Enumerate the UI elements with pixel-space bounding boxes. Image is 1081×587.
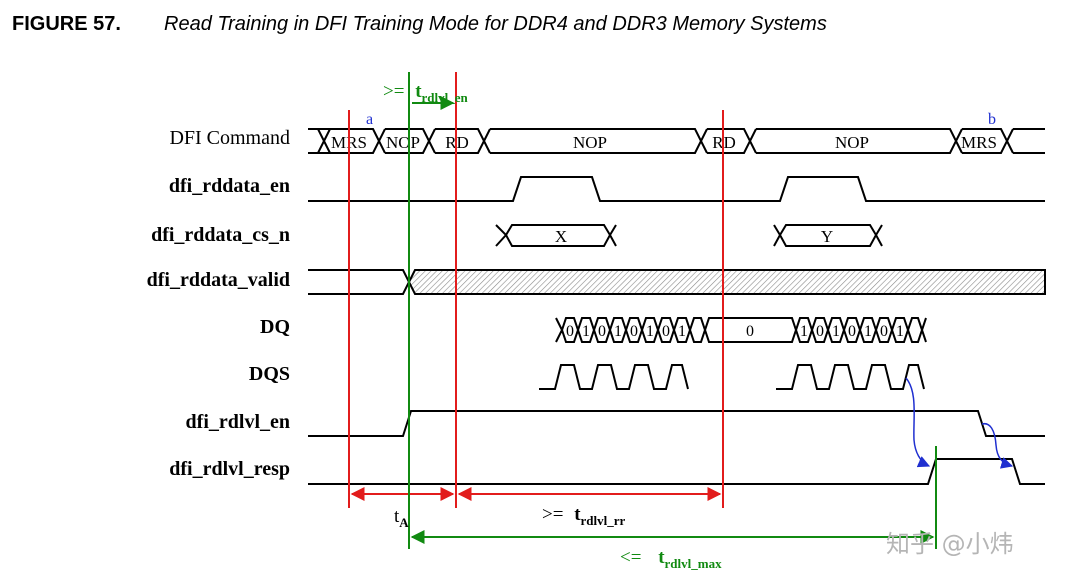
- marker-a: a: [366, 111, 373, 128]
- cmd-nop-3: NOP: [835, 133, 869, 152]
- dq-bit: 0: [848, 323, 856, 340]
- dq-gap-value: 0: [746, 323, 754, 340]
- label-rddata-cs-n: dfi_rddata_cs_n: [151, 224, 290, 246]
- cs-value-x: X: [555, 227, 567, 246]
- trdlvl-rr-label: >= trdlvl_rr: [542, 504, 626, 528]
- rddata-valid-waveform: [308, 269, 411, 295]
- figure-label: FIGURE 57.: [12, 13, 121, 35]
- dq-bit: 0: [816, 323, 824, 340]
- figure-title: Read Training in DFI Training Mode for D…: [164, 13, 827, 35]
- label-dqs: DQS: [249, 363, 290, 385]
- dq-bit: 0: [598, 323, 606, 340]
- label-dfi-command: DFI Command: [169, 127, 290, 149]
- rddata-en-waveform: [308, 176, 1045, 202]
- dq-bit: 1: [832, 323, 840, 340]
- dq-bit: 0: [566, 323, 574, 340]
- marker-b: b: [988, 111, 996, 128]
- rddata-valid-hatched: [407, 269, 1046, 295]
- label-rdlvl-en: dfi_rdlvl_en: [186, 411, 290, 433]
- cmd-nop-1: NOP: [386, 133, 420, 152]
- dq-bit: 1: [646, 323, 654, 340]
- dq-bit: 1: [864, 323, 872, 340]
- label-dq: DQ: [260, 316, 290, 338]
- command-bus-waveform: [308, 128, 1045, 154]
- dq-bit: 1: [614, 323, 622, 340]
- cmd-mrs-2: MRS: [961, 133, 997, 152]
- dq-bit: 0: [630, 323, 638, 340]
- dq-bit: 1: [582, 323, 590, 340]
- causality-arrow-1: [905, 377, 931, 468]
- label-rdlvl-resp: dfi_rdlvl_resp: [169, 458, 290, 480]
- dq-bit: 0: [880, 323, 888, 340]
- dq-bit: 1: [678, 323, 686, 340]
- rdlvl-en-waveform: [308, 410, 1045, 437]
- label-rddata-valid: dfi_rddata_valid: [147, 269, 290, 291]
- rddata-cs-n-waveform: [495, 224, 883, 247]
- dq-waveform: [555, 317, 927, 343]
- ta-label: tA: [394, 506, 409, 530]
- watermark: 知乎 @小炜: [886, 530, 1014, 558]
- dq-bit: 0: [662, 323, 670, 340]
- cs-value-y: Y: [821, 227, 833, 246]
- trdlvl-max-label: <= trdlvl_max: [620, 547, 722, 571]
- dq-bit: 1: [800, 323, 808, 340]
- dq-bit: 1: [896, 323, 904, 340]
- causality-arrow-2: [981, 422, 1014, 469]
- dqs-waveform: [539, 364, 925, 390]
- cmd-nop-2: NOP: [573, 133, 607, 152]
- label-rddata-en: dfi_rddata_en: [169, 175, 290, 197]
- rdlvl-resp-waveform: [308, 458, 1045, 485]
- trdlvl-en-label: >= trdlvl_en: [383, 81, 469, 105]
